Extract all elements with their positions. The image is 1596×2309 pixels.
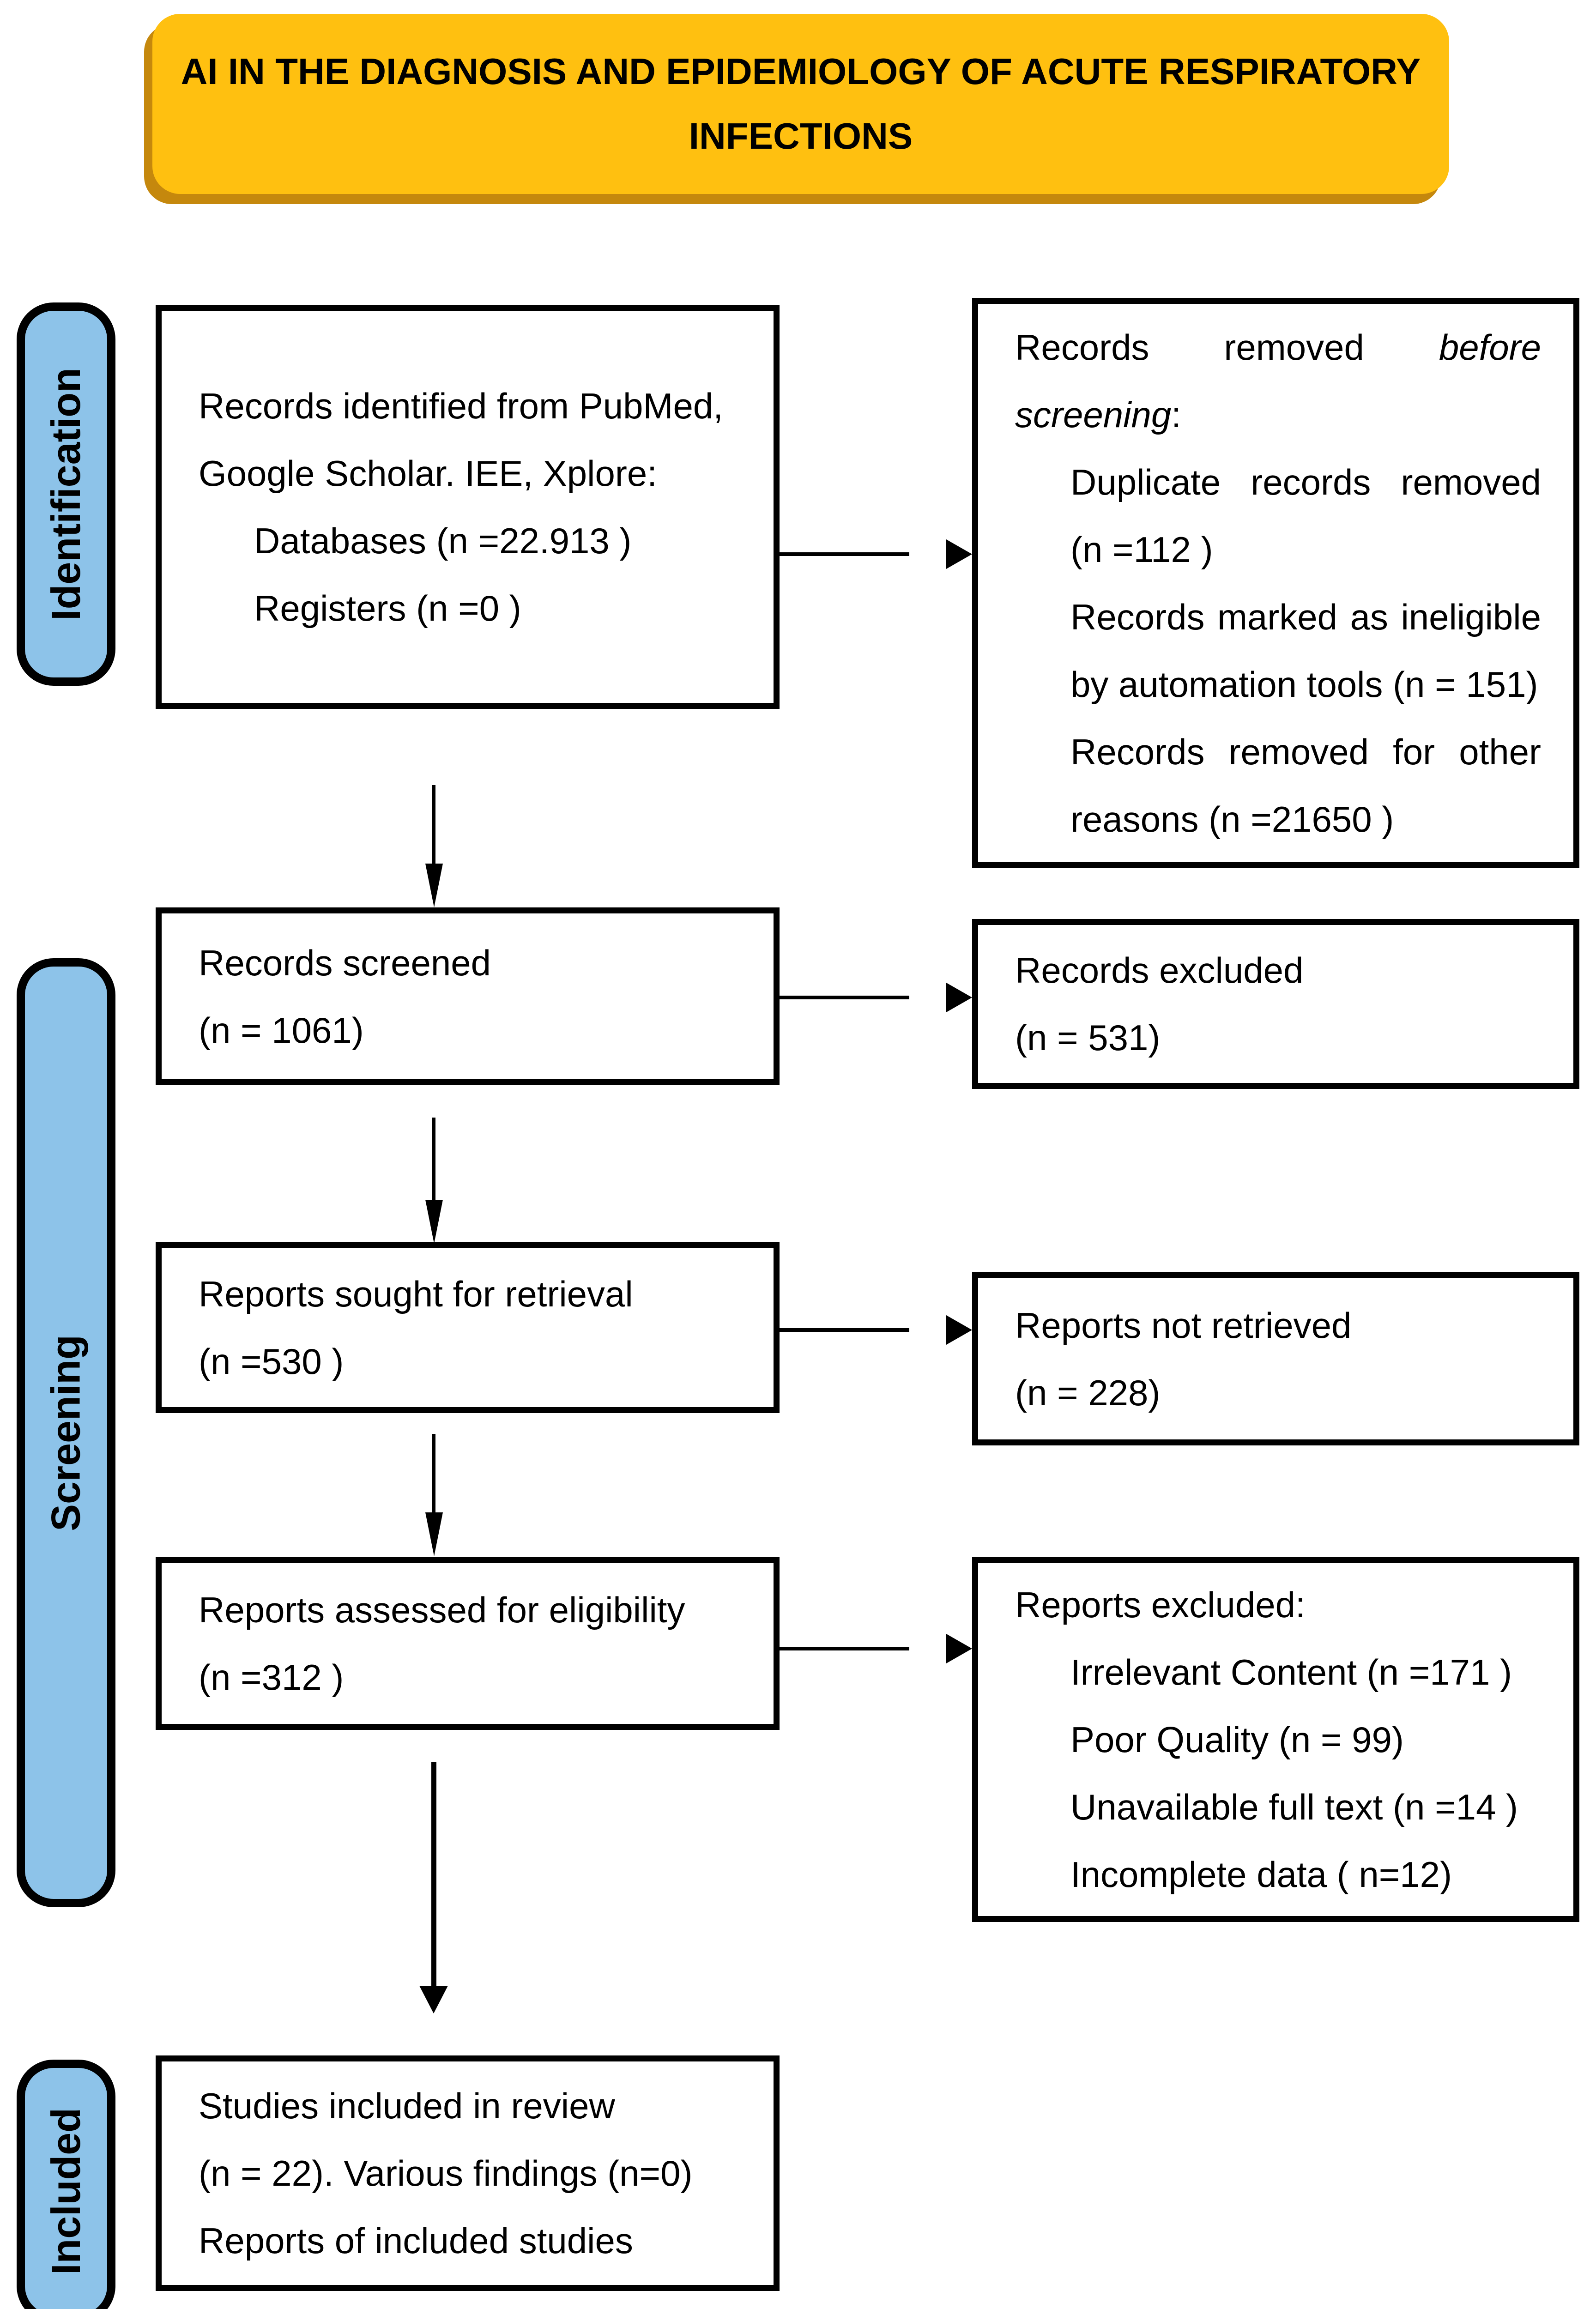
text-line: Reports sought for retrieval [199,1274,633,1314]
box-records-excluded: Records excluded (n = 531) [972,919,1579,1089]
text-line: AI IN THE DIAGNOSIS AND EPIDEMIOLOGY OF … [181,51,1421,92]
stage-tab-screening: Screening [17,958,115,1907]
text-line: Databases (n =22.913 ) [254,520,632,561]
text-line: (n = 531) [1015,1017,1161,1058]
box-studies-included: Studies included in review (n = 22). Vari… [156,2055,780,2291]
text-line: Registers (n =0 ) [254,587,521,629]
text-line: INFECTIONS [689,115,913,157]
arrow-right-head [946,1315,972,1345]
arrow-shaft [780,552,909,556]
box-reports-assessed: Reports assessed for eligibility (n =312 … [156,1557,780,1730]
box-reports-excluded: Reports excluded: Irrelevant Content (n =… [972,1557,1579,1922]
text-line: Records removed before [1015,326,1541,368]
text-line: Records marked as ineligible [1070,596,1541,637]
box-records-removed-before-screening: Records removed before screening: Duplicat… [972,298,1579,868]
arrow-shaft [780,1328,909,1332]
text-line: (n =112 ) [1070,529,1213,570]
arrow-shaft [780,996,909,999]
arrow-right-head [946,983,972,1012]
arrow-down-head [425,1200,443,1244]
arrow-shaft [780,1647,909,1650]
stage-tab-label: Included [43,2108,89,2275]
text-line: Records excluded [1015,950,1304,991]
arrow-shaft [432,1434,435,1513]
text-line: by automation tools (n = 151) [1070,664,1538,705]
text-line: Irrelevant Content (n =171 ) [1070,1652,1512,1692]
text-line: Reports excluded: [1015,1584,1306,1625]
stage-tab-identification: Identification [17,302,115,686]
text-line: Records identified from PubMed, [199,385,723,426]
arrow-right-head [946,1634,972,1663]
text-line: (n =312 ) [199,1657,344,1698]
box-records-identified: Records identified from PubMed, Google Sc… [156,305,780,709]
text-line: Reports not retrieved [1015,1305,1352,1346]
text-line: Records screened [199,942,491,983]
box-reports-sought: Reports sought for retrieval (n =530 ) [156,1242,780,1413]
text-line: Unavailable full text (n =14 ) [1070,1787,1518,1827]
text-line: reasons (n =21650 ) [1070,798,1394,840]
text-line: Reports assessed for eligibility [199,1590,685,1630]
text-line: Reports of included studies [199,2220,633,2261]
text-line: (n = 228) [1015,1372,1161,1413]
box-records-screened: Records screened (n = 1061) [156,907,780,1085]
arrow-shaft [432,1118,435,1201]
text-line: Records removed for other [1070,731,1541,772]
arrow-down-head [425,1512,443,1556]
text-line: (n = 22). Various findings (n=0) [199,2153,693,2194]
text-line: Duplicate records removed [1070,461,1541,502]
stage-tab-label: Screening [43,1334,89,1531]
stage-tab-included: Included [17,2060,115,2309]
text-line: Incomplete data ( n=12) [1070,1854,1452,1895]
arrow-right-head [946,539,972,569]
arrow-down-head [419,1986,448,2013]
text-line: Studies included in review [199,2085,615,2126]
text-line: (n =530 ) [199,1341,344,1382]
text-line: Poor Quality (n = 99) [1070,1719,1404,1760]
arrow-shaft [431,1762,436,1987]
box-reports-not-retrieved: Reports not retrieved (n = 228) [972,1272,1579,1445]
text-line: screening: [1015,394,1181,435]
diagram-title-banner: AI IN THE DIAGNOSIS AND EPIDEMIOLOGY OF … [152,14,1449,194]
text-line: (n = 1061) [199,1009,364,1051]
arrow-down-head [425,864,443,907]
stage-tab-label: Identification [43,368,89,621]
text-line: Google Scholar. IEE, Xplore: [199,453,657,494]
arrow-shaft [432,785,435,866]
